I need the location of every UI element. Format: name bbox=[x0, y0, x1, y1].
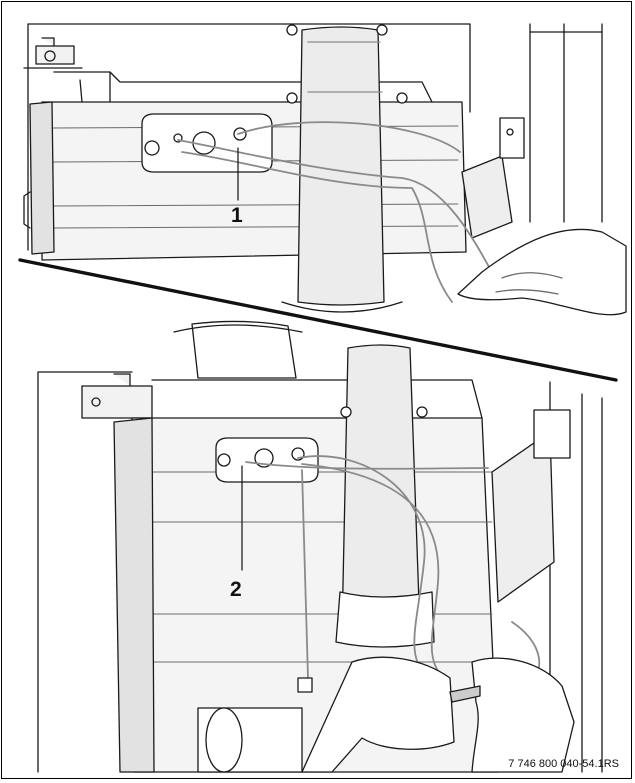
top-wiring bbox=[177, 121, 503, 303]
callout-label-2: 2 bbox=[230, 578, 242, 601]
bottom-panel bbox=[37, 320, 603, 773]
top-left-profile bbox=[29, 101, 55, 255]
bottom-wiring bbox=[245, 455, 541, 693]
top-right-bracket bbox=[461, 155, 513, 239]
callout-label-1: 1 bbox=[231, 204, 243, 227]
bottom-hand-left bbox=[301, 656, 455, 773]
top-flue-duct bbox=[297, 26, 385, 306]
reference-code: 7 746 800 040-54.1RS bbox=[508, 758, 619, 770]
top-left-bracket bbox=[23, 37, 83, 69]
bottom-connector bbox=[297, 677, 313, 693]
panel-divider bbox=[18, 258, 618, 382]
bottom-left-bracket bbox=[81, 373, 153, 419]
bottom-hand-right bbox=[471, 657, 575, 773]
top-cabinet-frame bbox=[27, 23, 471, 251]
bottom-flue-duct bbox=[341, 344, 421, 636]
bottom-cabinet-frame bbox=[37, 371, 133, 773]
top-cabinet-right-wall bbox=[529, 23, 603, 223]
top-panel bbox=[23, 23, 627, 316]
bottom-right-bracket bbox=[491, 431, 555, 603]
top-hand bbox=[457, 228, 627, 316]
bottom-left-profile bbox=[113, 417, 155, 773]
